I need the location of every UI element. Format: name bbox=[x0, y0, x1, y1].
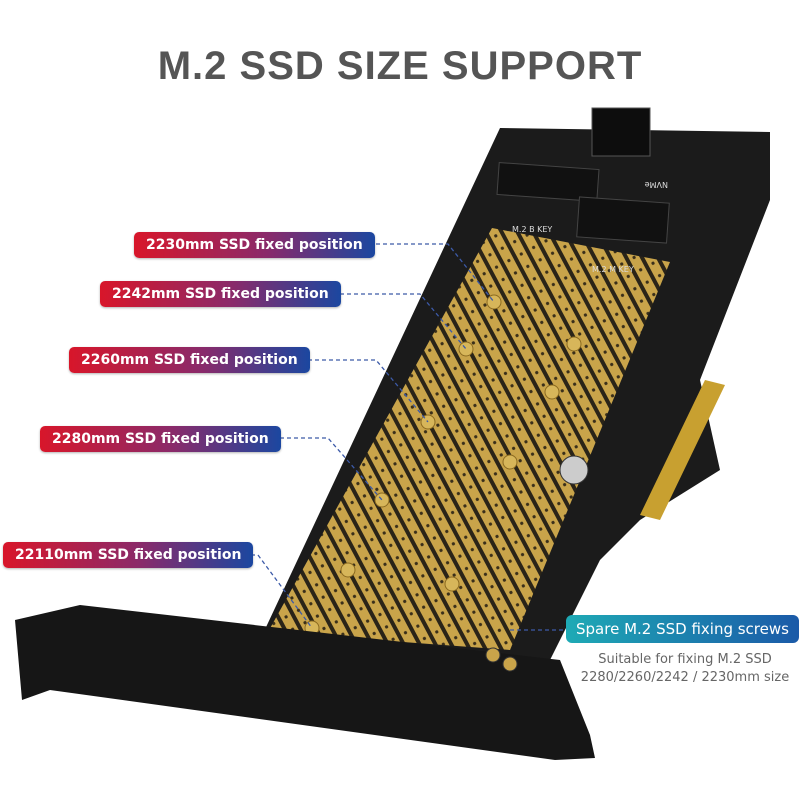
nvme-label: NVMe bbox=[645, 180, 668, 189]
spare-note-line2: 2280/2260/2242 / 2230mm size bbox=[580, 670, 790, 685]
spare-screws bbox=[485, 647, 518, 672]
m2-m-key-connector bbox=[576, 196, 670, 244]
m-key-label: M.2 M KEY bbox=[592, 265, 634, 274]
callout-2280: 2280mm SSD fixed position bbox=[40, 426, 281, 452]
spare-screws-callout: Spare M.2 SSD fixing screws bbox=[566, 615, 799, 643]
gold-fingers bbox=[640, 380, 725, 520]
callout-2230: 2230mm SSD fixed position bbox=[134, 232, 375, 258]
spare-note-line1: Suitable for fixing M.2 SSD bbox=[598, 652, 772, 667]
sata-connector bbox=[591, 107, 651, 157]
callout-2260: 2260mm SSD fixed position bbox=[69, 347, 310, 373]
callout-22110: 22110mm SSD fixed position bbox=[3, 542, 254, 568]
page-title: M.2 SSD SIZE SUPPORT bbox=[157, 44, 643, 88]
capacitor bbox=[559, 455, 589, 485]
m2-b-key-connector bbox=[496, 162, 600, 202]
metal-bracket bbox=[15, 605, 595, 760]
callout-2242: 2242mm SSD fixed position bbox=[100, 281, 341, 307]
b-key-label: M.2 B KEY bbox=[512, 225, 552, 234]
m2-slot-area bbox=[268, 228, 670, 650]
mount-holes bbox=[304, 294, 582, 636]
